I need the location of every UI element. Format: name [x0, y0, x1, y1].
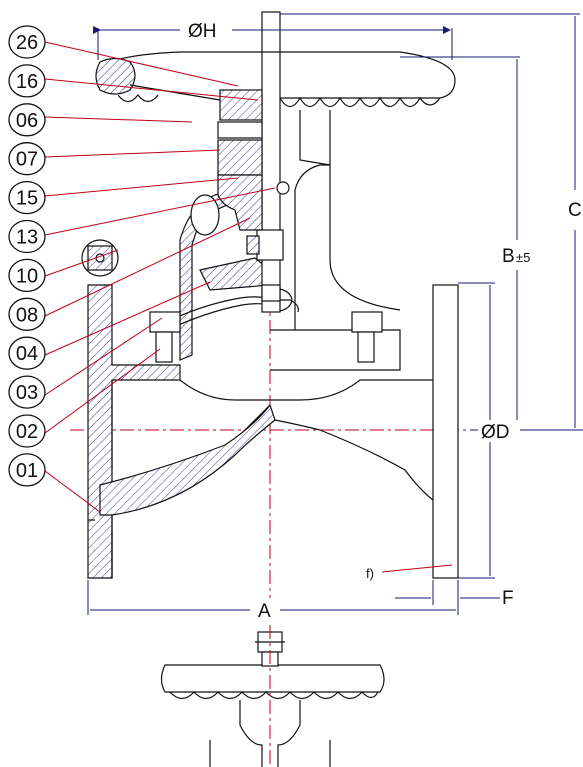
bolt-left [149, 311, 181, 333]
handwheel-top-view [160, 625, 385, 767]
callout-02: 02 [8, 414, 46, 448]
right-flange [432, 284, 459, 579]
callout-03: 03 [8, 375, 46, 409]
handwheel-rim-left [95, 57, 136, 95]
callout-07: 07 [8, 142, 46, 176]
callout-06: 06 [8, 103, 46, 137]
callout-label: 16 [16, 71, 38, 93]
callout-13: 13 [8, 219, 46, 254]
callout-label: 04 [16, 343, 38, 365]
valve-body [87, 284, 459, 579]
callout-label: 03 [16, 382, 38, 404]
compressor [199, 257, 271, 291]
body-weir [99, 403, 276, 516]
callout-15: 15 [8, 180, 46, 215]
callout-circle [8, 103, 46, 137]
callout-circle [8, 453, 46, 487]
note-f: f) [366, 566, 374, 581]
callout-label: 02 [16, 421, 38, 443]
dimension-lines [87, 13, 583, 615]
callout-circle [8, 336, 46, 370]
callout-label: 13 [16, 227, 38, 249]
callout-08: 08 [8, 297, 46, 331]
dim-label-c: C [568, 200, 582, 221]
callout-circle [8, 25, 46, 59]
callout-circle [8, 64, 46, 98]
callout-circle [8, 258, 46, 293]
callout-label: 06 [16, 110, 38, 132]
dim-label-oh: ØH [188, 21, 217, 42]
callout-bubbles: 26 16 06 07 15 13 10 08 04 03 02 01 [8, 25, 46, 487]
bolt-right [351, 311, 383, 333]
callout-label: 08 [16, 304, 38, 326]
dim-label-a: A [258, 601, 271, 622]
callout-label: 26 [16, 32, 38, 54]
callout-26: 26 [8, 25, 46, 59]
detail-part-10 [81, 239, 119, 277]
dim-label-b: B [502, 246, 515, 267]
callout-label: 07 [16, 149, 38, 171]
callout-circle [8, 219, 46, 254]
callout-label: 01 [16, 460, 38, 482]
dim-label-od: ØD [481, 422, 510, 443]
callout-label: 10 [16, 265, 38, 287]
bonnet [149, 11, 401, 371]
stem [261, 11, 281, 313]
callout-16: 16 [8, 64, 46, 98]
callout-circle [8, 297, 46, 331]
callout-01: 01 [8, 453, 46, 487]
callout-circle [8, 142, 46, 176]
callout-10: 10 [8, 258, 46, 293]
callout-circle [8, 414, 46, 448]
dim-label-b-tolerance: ±5 [516, 250, 530, 265]
callout-circle [8, 375, 46, 409]
callout-leaders [44, 41, 276, 513]
bushing [219, 89, 263, 121]
dim-label-f: F [502, 588, 514, 609]
callout-04: 04 [8, 336, 46, 370]
callout-label: 15 [16, 188, 38, 210]
callout-circle [8, 180, 46, 215]
